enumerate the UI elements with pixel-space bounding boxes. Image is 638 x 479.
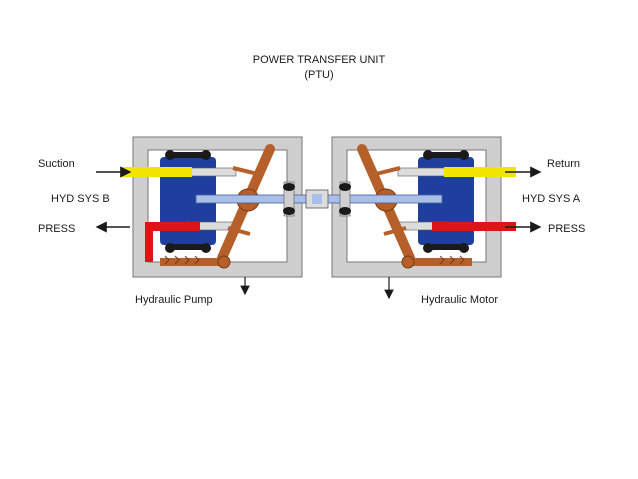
pump-piston bbox=[185, 167, 237, 177]
motor-housing bbox=[331, 136, 502, 278]
drive-shaft bbox=[195, 181, 443, 217]
suction-label: Suction bbox=[38, 158, 75, 170]
shaft-seal bbox=[339, 181, 351, 217]
shaft-seal bbox=[283, 181, 295, 217]
hydraulic-motor-label: Hydraulic Motor bbox=[421, 294, 499, 306]
return-label: Return bbox=[547, 158, 581, 170]
pump-bearing bbox=[165, 243, 175, 253]
diagram-title-line1: POWER TRANSFER UNIT bbox=[252, 54, 386, 66]
diagram-title-line2: (PTU) bbox=[304, 69, 334, 81]
hyd-sys-a-label: HYD SYS A bbox=[522, 193, 581, 205]
motor-piston bbox=[397, 167, 449, 177]
motor-bearing bbox=[459, 150, 469, 160]
pump-bearing bbox=[201, 150, 211, 160]
hyd-sys-b-label: HYD SYS B bbox=[51, 193, 110, 205]
motor-bearing bbox=[459, 243, 469, 253]
pump-bearing bbox=[165, 150, 175, 160]
motor-pressure-line bbox=[432, 222, 516, 231]
press-left-label: PRESS bbox=[38, 223, 76, 235]
hydraulic-motor-unit bbox=[331, 136, 542, 300]
pump-suction-line bbox=[120, 167, 192, 177]
motor-bearing bbox=[423, 150, 433, 160]
motor-bearing bbox=[423, 243, 433, 253]
motor-return-line bbox=[444, 167, 516, 177]
motor-actuator bbox=[410, 258, 472, 266]
press-right-label: PRESS bbox=[548, 223, 586, 235]
pump-pressure-line bbox=[120, 222, 200, 262]
hydraulic-pump-unit bbox=[95, 136, 303, 296]
pump-actuator bbox=[160, 258, 222, 266]
pump-bearing bbox=[201, 243, 211, 253]
hydraulic-pump-label: Hydraulic Pump bbox=[135, 294, 213, 306]
